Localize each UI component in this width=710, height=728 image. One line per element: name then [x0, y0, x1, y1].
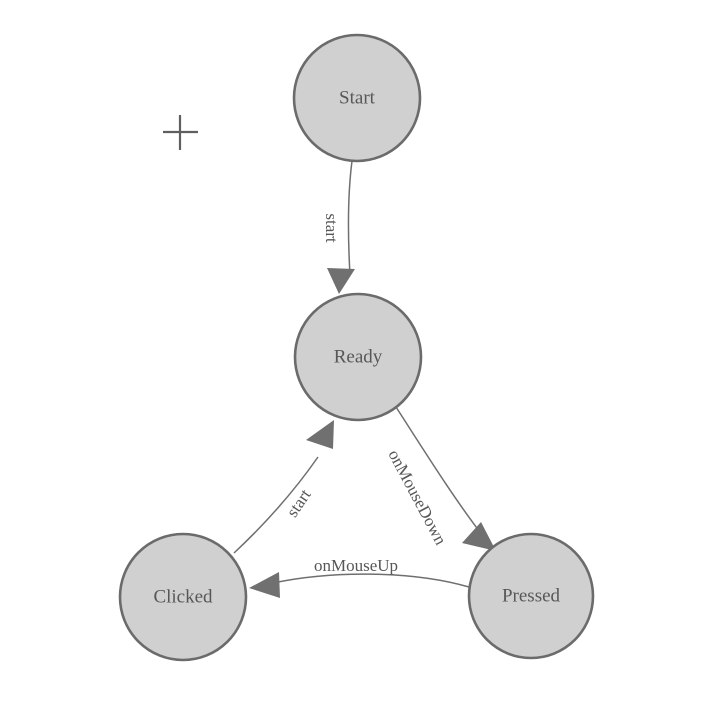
node-clicked[interactable]: Clicked: [118, 532, 248, 662]
node-pressed-label: Pressed: [502, 585, 561, 606]
edge-start-to-ready[interactable]: start: [322, 160, 355, 294]
node-ready[interactable]: Ready: [293, 292, 423, 422]
arrowhead-pressed-to-clicked: [249, 572, 280, 598]
edge-path-clicked-to-ready: [233, 456, 319, 554]
edge-label-ready-to-pressed: onMouseDown: [384, 447, 450, 549]
arrowhead-start-to-ready: [327, 268, 355, 294]
node-ready-label: Ready: [334, 346, 383, 367]
node-clicked-label: Clicked: [153, 586, 213, 607]
edge-path-pressed-to-clicked: [272, 573, 470, 588]
edge-label-start-to-ready: start: [322, 213, 341, 243]
edge-ready-to-pressed[interactable]: onMouseDown: [384, 406, 496, 551]
edge-pressed-to-clicked[interactable]: onMouseUp: [249, 556, 470, 598]
node-pressed-circle[interactable]: [467, 532, 595, 660]
edge-path-ready-to-pressed: [395, 406, 484, 537]
arrowhead-clicked-to-ready: [306, 420, 334, 449]
edge-label-clicked-to-ready: start: [283, 485, 315, 520]
edge-clicked-to-ready[interactable]: start: [233, 420, 334, 554]
edge-label-pressed-to-clicked: onMouseUp: [314, 556, 398, 575]
arrowhead-ready-to-pressed: [462, 522, 496, 551]
node-start[interactable]: Start: [292, 33, 422, 163]
node-pressed[interactable]: Pressed: [467, 532, 595, 660]
edge-path-start-to-ready: [347, 160, 353, 276]
node-start-label: Start: [339, 87, 376, 108]
node-start-circle[interactable]: [292, 33, 422, 163]
crosshair-icon[interactable]: [163, 115, 198, 150]
node-ready-circle[interactable]: [293, 292, 423, 422]
node-clicked-circle[interactable]: [118, 532, 248, 662]
